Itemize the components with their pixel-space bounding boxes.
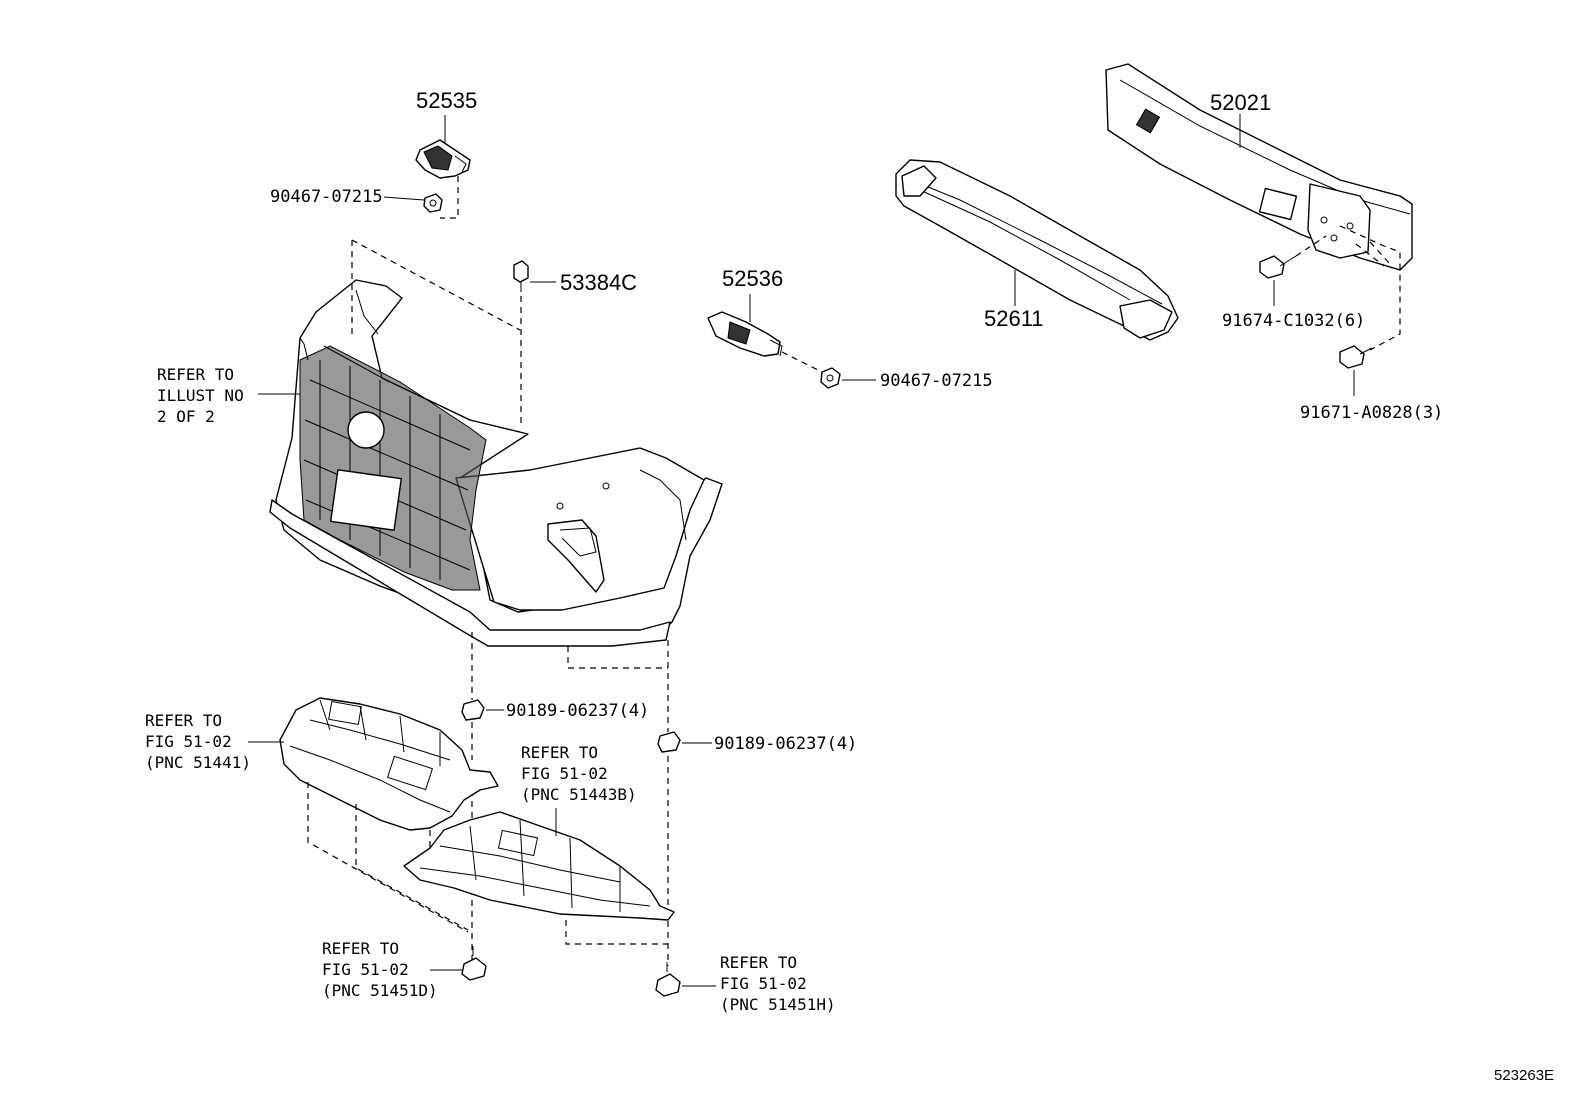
refer-51451d-line-1: REFER TO [322, 939, 399, 958]
part-label-91671[interactable]: 91671-A0828(3) [1300, 403, 1443, 423]
refer-51451h-line-2: FIG 51-02 [720, 974, 807, 993]
part-label-90189-right[interactable]: 90189-06237(4) [714, 734, 857, 754]
refer-illust-line-1: REFER TO [157, 365, 234, 384]
screw-51451h[interactable] [655, 962, 681, 997]
refer-illust-line-3: 2 OF 2 [157, 407, 215, 426]
bolt-90467-lower[interactable] [820, 367, 841, 389]
part-label-91674[interactable]: 91674-C1032(6) [1222, 311, 1365, 331]
leader-90467-upper [383, 196, 425, 201]
part-label-90467-upper[interactable]: 90467-07215 [270, 187, 383, 207]
dash-52535 [440, 176, 459, 219]
under-cover-51443b[interactable] [403, 811, 675, 921]
bolt-90467-upper[interactable] [423, 193, 443, 213]
absorber-52611[interactable] [895, 159, 1179, 341]
clip-90189-right[interactable] [657, 731, 681, 753]
dash-clip-right [567, 640, 669, 966]
part-label-90189-left[interactable]: 90189-06237(4) [506, 701, 649, 721]
refer-51451h-line-3: (PNC 51451H) [720, 995, 836, 1014]
part-label-53384c[interactable]: 53384C [560, 270, 637, 295]
refer-pnc-51443b[interactable]: REFER TO FIG 51-02 (PNC 51443B) [521, 743, 637, 804]
part-label-90467-lower[interactable]: 90467-07215 [880, 371, 993, 391]
part-label-52535[interactable]: 52535 [416, 88, 477, 113]
clip-90189-left[interactable] [461, 699, 485, 721]
clip-53384c[interactable] [513, 260, 529, 292]
refer-51451h-line-1: REFER TO [720, 953, 797, 972]
under-cover-51441[interactable] [279, 697, 499, 831]
bolt-91671[interactable] [1339, 345, 1373, 369]
refer-51441-line-2: FIG 51-02 [145, 732, 232, 751]
part-label-52536[interactable]: 52536 [722, 266, 783, 291]
refer-pnc-51451h[interactable]: REFER TO FIG 51-02 (PNC 51451H) [720, 953, 836, 1014]
refer-51441-line-1: REFER TO [145, 711, 222, 730]
refer-pnc-51441[interactable]: REFER TO FIG 51-02 (PNC 51441) [145, 711, 251, 772]
bolt-91674[interactable] [1259, 255, 1297, 279]
reinforcement-52021[interactable] [1105, 63, 1413, 271]
diagram-code: 523263E [1494, 1067, 1554, 1084]
part-label-52611[interactable]: 52611 [984, 306, 1044, 331]
refer-illust-no-2-of-2[interactable]: REFER TO ILLUST NO 2 OF 2 [157, 365, 244, 426]
dash-under-cover [307, 782, 469, 933]
bracket-52536[interactable] [707, 311, 783, 357]
dash-bumper-top [351, 239, 521, 334]
refer-51443b-line-2: FIG 51-02 [521, 764, 608, 783]
refer-illust-line-2: ILLUST NO [157, 386, 244, 405]
refer-51443b-line-1: REFER TO [521, 743, 598, 762]
refer-51451d-line-2: FIG 51-02 [322, 960, 409, 979]
refer-pnc-51451d[interactable]: REFER TO FIG 51-02 (PNC 51451D) [322, 939, 438, 1000]
part-label-52021[interactable]: 52021 [1210, 90, 1271, 115]
bracket-52535[interactable] [415, 139, 471, 179]
dash-52536 [781, 351, 823, 373]
front-bumper-cover[interactable] [269, 279, 723, 647]
screw-51451d[interactable] [461, 946, 487, 981]
dash-51443b [565, 920, 668, 945]
refer-51441-line-3: (PNC 51441) [145, 753, 251, 772]
refer-51443b-line-3: (PNC 51443B) [521, 785, 637, 804]
refer-51451d-line-3: (PNC 51451D) [322, 981, 438, 1000]
